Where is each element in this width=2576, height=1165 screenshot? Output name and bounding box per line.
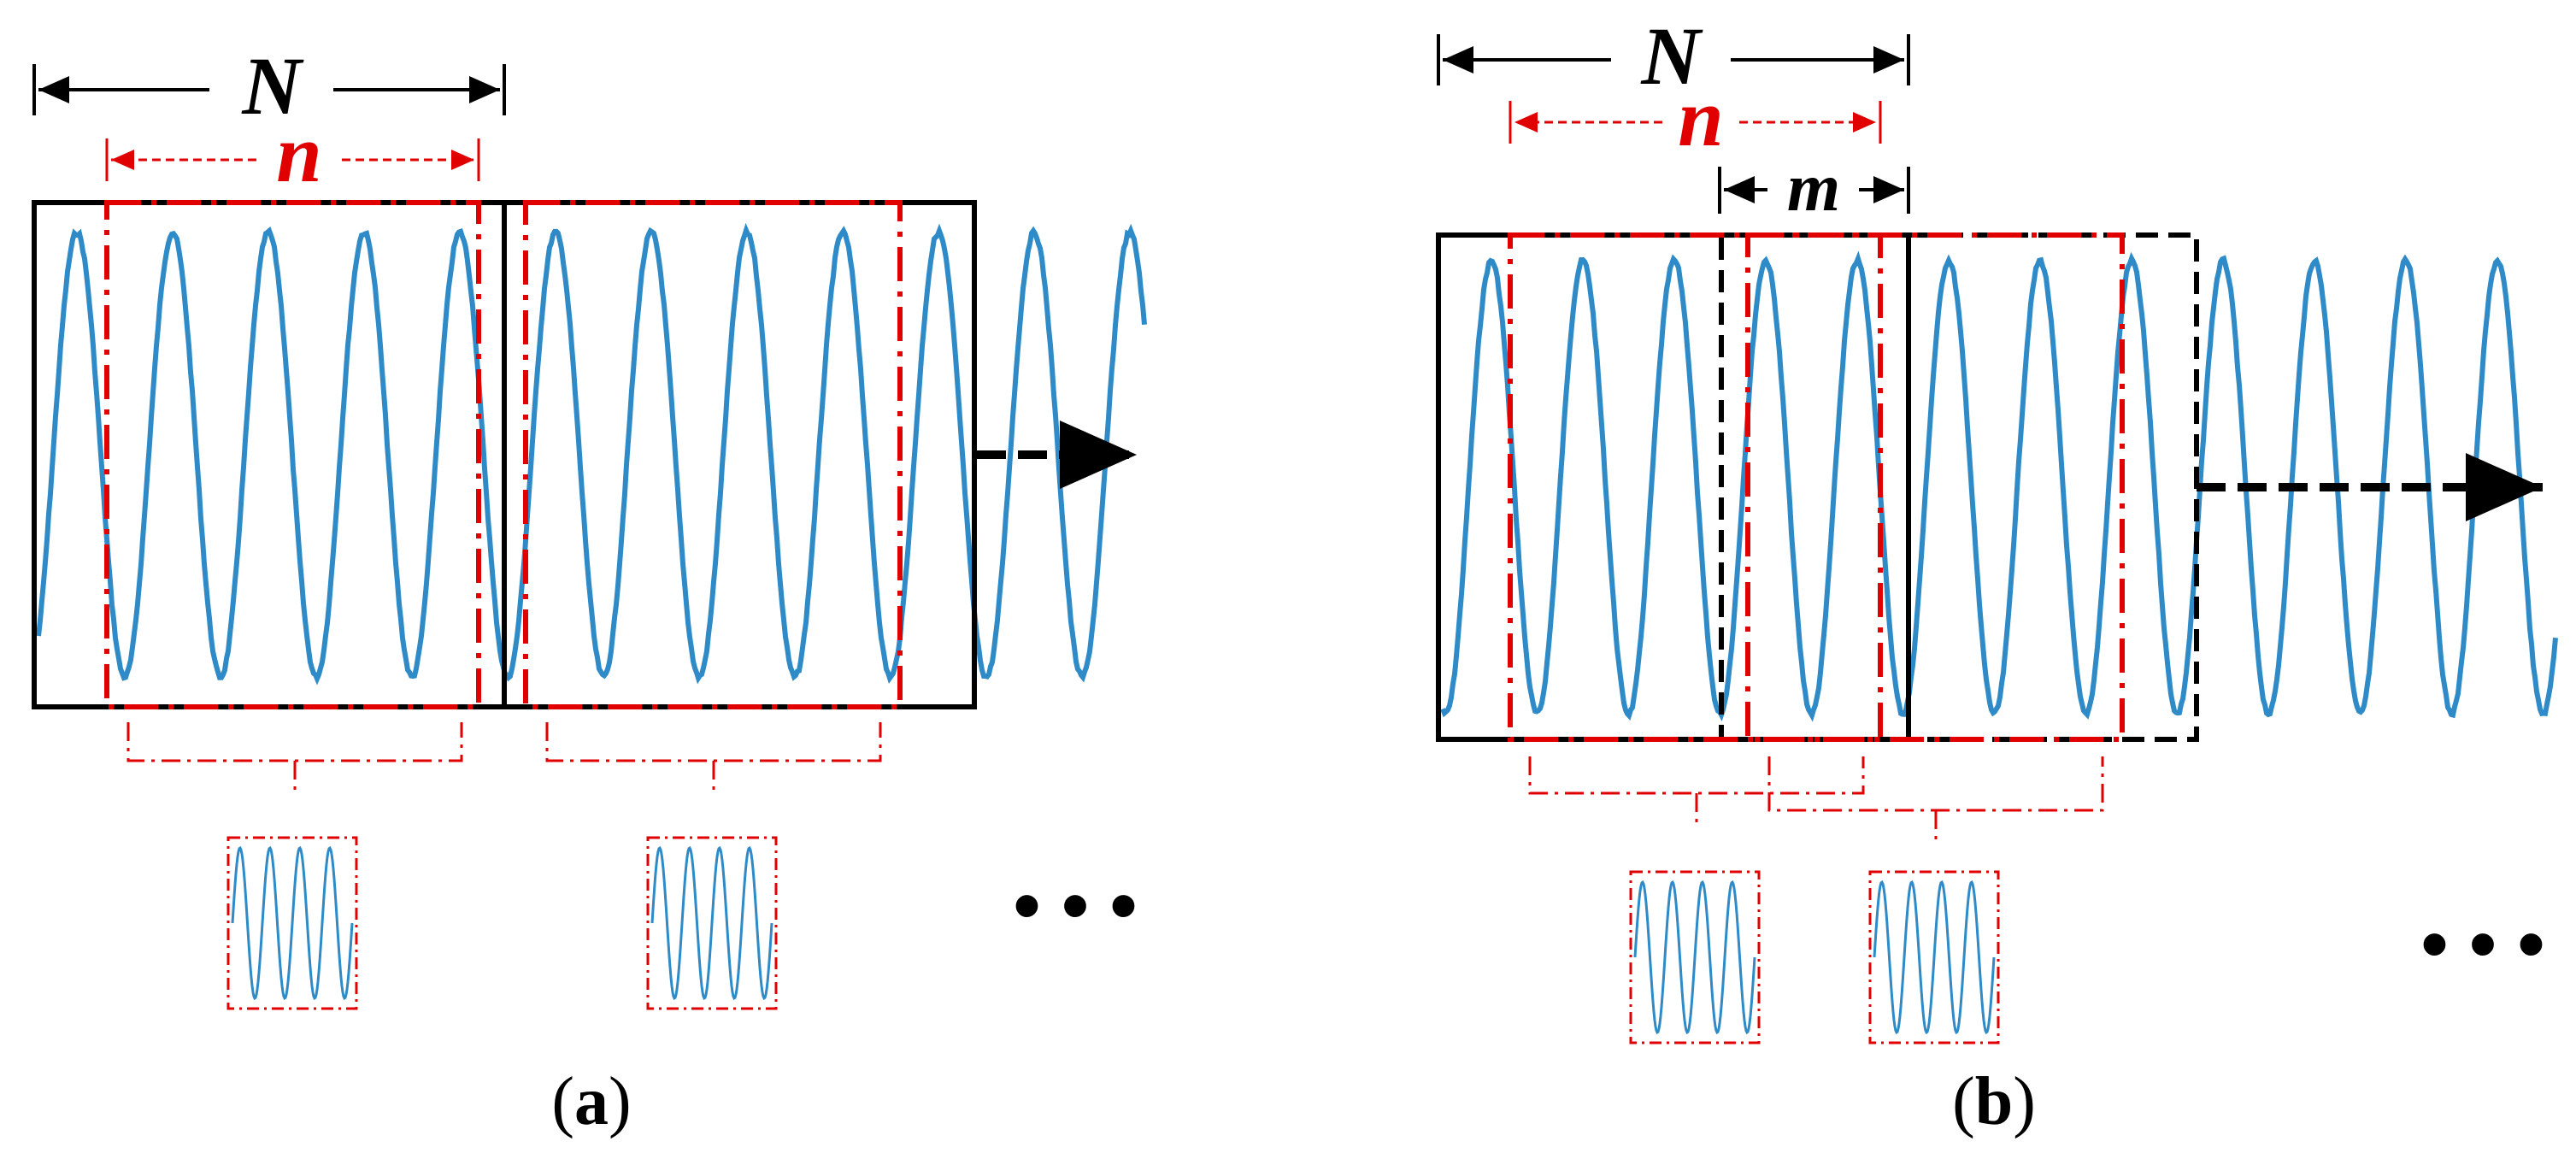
segment-thumbnail-1-a (226, 836, 358, 1010)
bracket-1-b (1528, 756, 1865, 827)
bracket-1-a (126, 722, 463, 795)
segment-thumbnail-2-a (646, 836, 778, 1010)
caption-b: (b) (1952, 1064, 2036, 1139)
panel-b: N n m (1436, 10, 2558, 1139)
frame-length-label-b: N (1640, 10, 1703, 102)
window-length-dimension-a: n (105, 108, 480, 199)
panel-a: N n • • • (a) (32, 40, 1147, 1139)
bracket-2-a (545, 722, 882, 795)
window-length-label-b: n (1678, 72, 1723, 163)
window-length-dimension-b: n (1509, 72, 1882, 163)
frame-length-label-a: N (241, 40, 304, 132)
ellipsis-b: • • • (2421, 902, 2545, 987)
caption-a: (a) (551, 1064, 631, 1139)
segment-thumbnail-2-b (1868, 870, 2000, 1044)
ellipsis-a: • • • (1014, 863, 1138, 949)
window-box-1-a (104, 200, 481, 709)
signal-waveform-a (36, 222, 1147, 685)
window-length-label-a: n (276, 108, 321, 199)
window-box-2-a (523, 200, 903, 709)
frame-length-dimension-b: N (1437, 10, 1910, 102)
bracket-2-b (1767, 756, 2104, 844)
frame-length-dimension-a: N (32, 40, 506, 132)
shift-length-dimension-b: m (1718, 150, 1910, 226)
segment-thumbnail-1-b (1629, 870, 1761, 1044)
window-box-1-b (1508, 232, 1883, 742)
window-box-2-b (1745, 232, 2125, 742)
signal-waveform-b (1440, 250, 2558, 722)
shift-length-label-b: m (1787, 150, 1840, 226)
